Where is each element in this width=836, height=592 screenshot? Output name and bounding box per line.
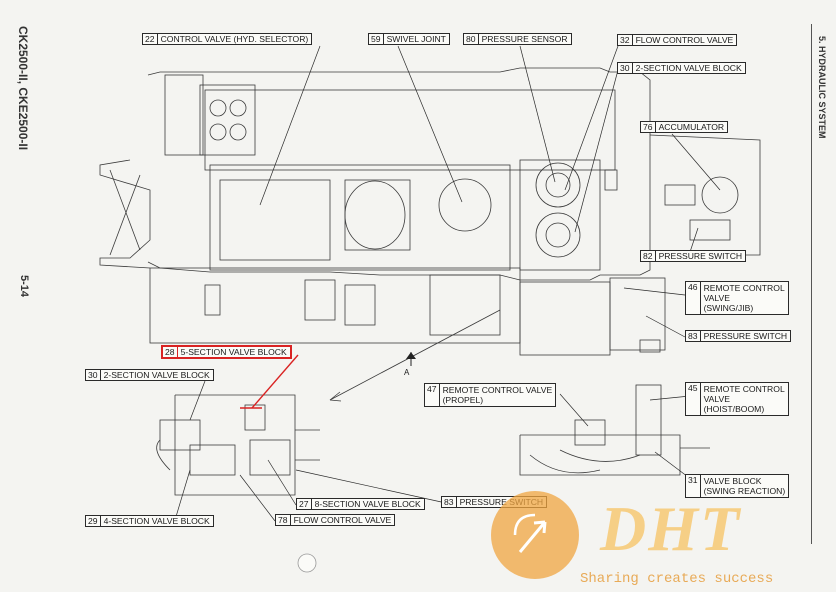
callout-text: FLOW CONTROL VALVE	[293, 515, 392, 525]
leader-78	[239, 474, 276, 522]
leader-47	[559, 393, 589, 427]
callout-text: 8-SECTION VALVE BLOCK	[314, 499, 421, 509]
callout-number: 46	[686, 282, 701, 314]
leader-83a	[645, 315, 686, 338]
callout-number: 29	[86, 516, 101, 526]
pump-upper	[535, 162, 581, 208]
model-heading: CK2500-II, CKE2500-II	[16, 26, 30, 151]
callout-46: 46 REMOTE CONTROL VALVE (SWING/JIB)	[685, 281, 789, 315]
callout-number: 32	[618, 35, 633, 45]
view-direction-arrow	[406, 352, 416, 366]
callout-number: 30	[618, 63, 633, 73]
callout-number: 31	[686, 475, 701, 497]
leader-59	[397, 45, 463, 203]
leader-46	[623, 287, 686, 296]
callout-number: 47	[425, 384, 440, 406]
leader-30b	[189, 380, 206, 421]
boom-arm	[99, 159, 151, 269]
view-letter: A	[404, 368, 410, 377]
callout-number: 28	[163, 347, 178, 357]
callout-number: 45	[686, 383, 701, 415]
callout-59: 59 SWIVEL JOINT	[368, 33, 450, 45]
leader-29	[174, 469, 191, 521]
chassis-outline	[147, 67, 651, 281]
callout-31: 31 VALVE BLOCK (SWING REACTION)	[685, 474, 790, 498]
callout-number: 30	[86, 370, 101, 380]
page-number: 5-14	[18, 275, 30, 298]
page-edge-rule	[811, 24, 812, 544]
callout-27: 27 8-SECTION VALVE BLOCK	[296, 498, 425, 510]
leader-22	[259, 45, 321, 206]
callout-45: 45 REMOTE CONTROL VALVE (HOIST/BOOM)	[685, 382, 789, 416]
callout-text: FLOW CONTROL VALVE	[635, 35, 734, 45]
callout-text: REMOTE CONTROL VALVE (PROPEL)	[442, 385, 553, 405]
leader-30a	[574, 69, 619, 233]
pump-lower	[535, 212, 581, 258]
callout-number: 76	[641, 122, 656, 132]
callout-text: CONTROL VALVE (HYD. SELECTOR)	[160, 34, 309, 44]
callout-82: 82 PRESSURE SWITCH	[640, 250, 747, 262]
leader-82	[689, 227, 699, 253]
callout-text: SWIVEL JOINT	[386, 34, 446, 44]
callout-number: 83	[686, 331, 701, 341]
callout-number: 59	[369, 34, 384, 44]
watermark-logo-text: DHT	[600, 493, 742, 564]
callout-text: REMOTE CONTROL VALVE (SWING/JIB)	[703, 283, 785, 313]
valve-block-detail	[174, 394, 296, 496]
callout-text: PRESSURE SWITCH	[459, 497, 544, 507]
callout-28-highlighted: 28 5-SECTION VALVE BLOCK	[161, 345, 292, 359]
callout-text: 2-SECTION VALVE BLOCK	[635, 63, 742, 73]
callout-76: 76 ACCUMULATOR	[640, 121, 729, 133]
callout-text: REMOTE CONTROL VALVE (HOIST/BOOM)	[703, 384, 785, 414]
callout-text: 5-SECTION VALVE BLOCK	[180, 347, 287, 357]
callout-text: VALVE BLOCK (SWING REACTION)	[703, 476, 786, 496]
callout-number: 27	[297, 499, 312, 509]
callout-text: PRESSURE SWITCH	[658, 251, 743, 261]
remote-control-detail	[519, 434, 681, 476]
accumulator-body	[701, 176, 739, 214]
callout-29: 29 4-SECTION VALVE BLOCK	[85, 515, 214, 527]
upper-deck	[204, 89, 616, 171]
leader-32	[564, 45, 619, 191]
callout-30-lower: 30 2-SECTION VALVE BLOCK	[85, 369, 214, 381]
callout-80: 80 PRESSURE SENSOR	[463, 33, 572, 45]
leader-28	[251, 354, 299, 409]
callout-32: 32 FLOW CONTROL VALVE	[617, 34, 738, 46]
watermark-tagline: Sharing creates success	[580, 571, 774, 587]
callout-text: ACCUMULATOR	[658, 122, 725, 132]
callout-text: PRESSURE SWITCH	[703, 331, 788, 341]
leader-76	[671, 133, 721, 191]
callout-30-upper: 30 2-SECTION VALVE BLOCK	[617, 62, 746, 74]
valve-cluster	[429, 274, 501, 336]
callout-22: 22 CONTROL VALVE (HYD. SELECTOR)	[142, 33, 313, 45]
control-valve-body	[199, 84, 256, 156]
callout-83-upper: 83 PRESSURE SWITCH	[685, 330, 792, 342]
callout-number: 80	[464, 34, 479, 44]
leader-80	[519, 45, 556, 183]
callout-number: 82	[641, 251, 656, 261]
leader-83b	[295, 469, 456, 506]
callout-47: 47 REMOTE CONTROL VALVE (PROPEL)	[424, 383, 557, 407]
section-heading: 5. HYDRAULIC SYSTEM	[817, 36, 827, 139]
callout-78: 78 FLOW CONTROL VALVE	[275, 514, 396, 526]
callout-number: 22	[143, 34, 158, 44]
binder-hole	[297, 553, 317, 573]
watermark-logo-icon	[491, 491, 579, 579]
callout-text: 2-SECTION VALVE BLOCK	[103, 370, 210, 380]
callout-text: PRESSURE SENSOR	[481, 34, 568, 44]
callout-number: 78	[276, 515, 291, 525]
callout-text: 4-SECTION VALVE BLOCK	[103, 516, 210, 526]
leader-27	[267, 459, 297, 506]
callout-number: 83	[442, 497, 457, 507]
